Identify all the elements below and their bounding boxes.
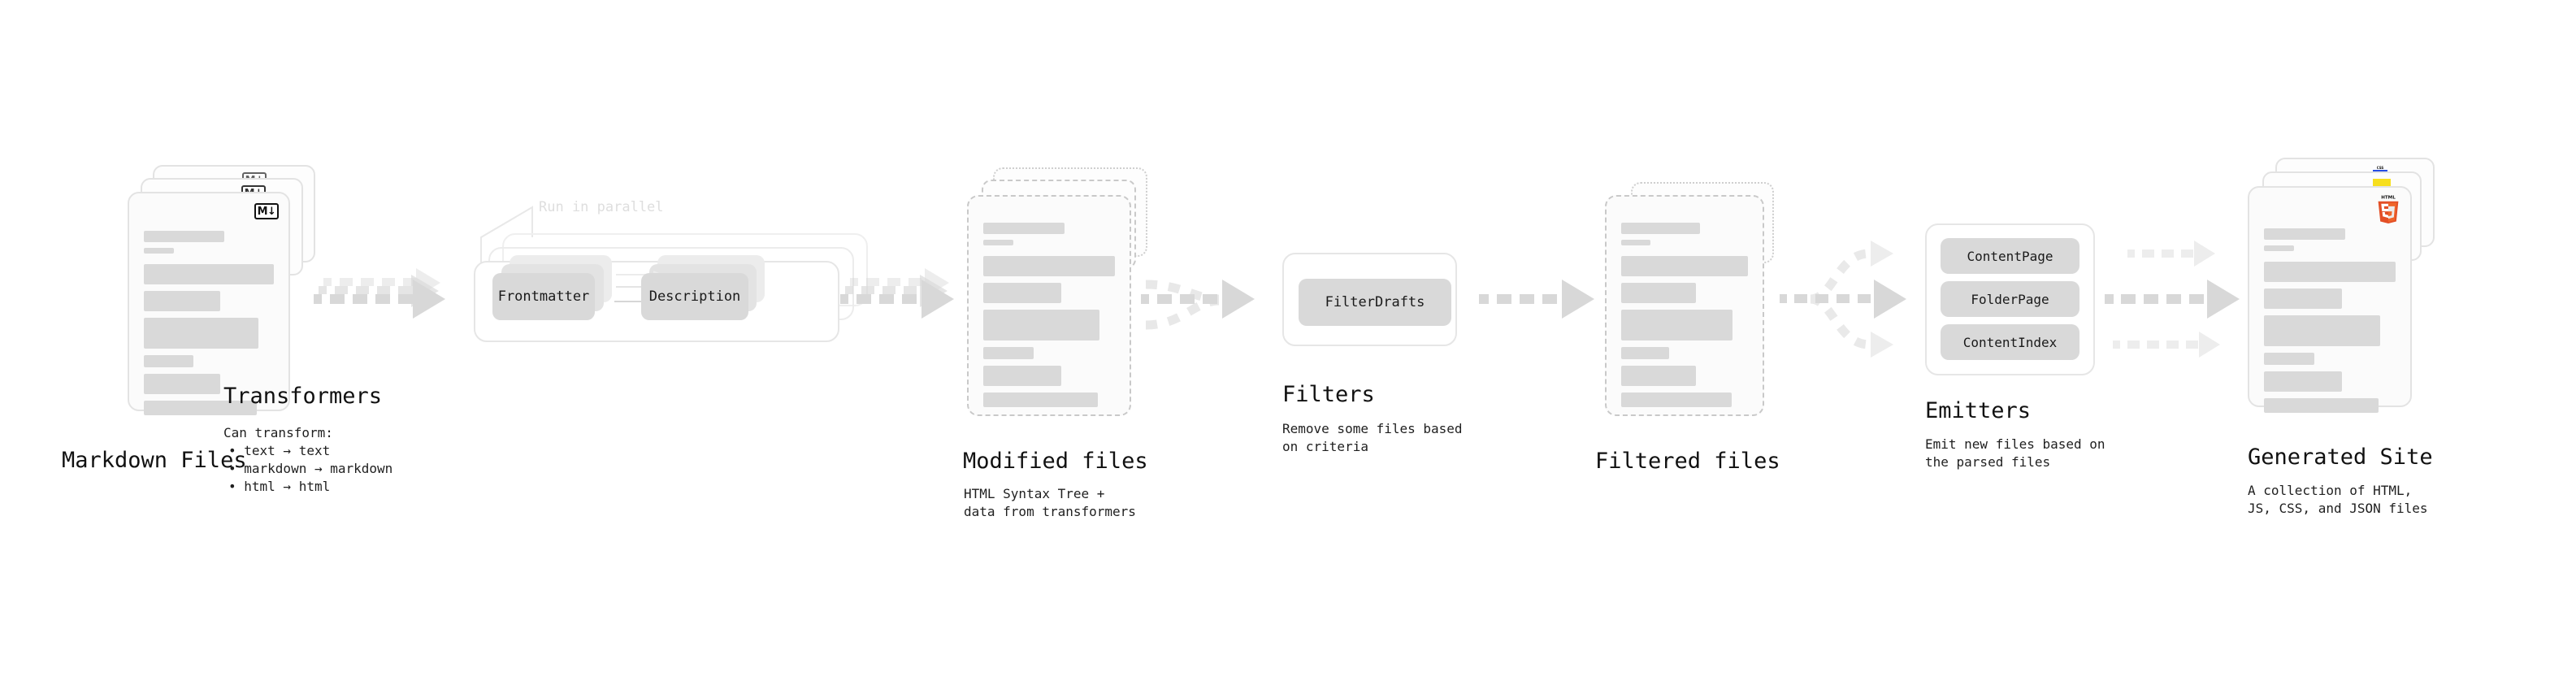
skeleton-bar bbox=[2264, 262, 2396, 282]
file-card-front bbox=[967, 195, 1131, 416]
parallel-bracket bbox=[480, 206, 533, 276]
transform-list: • text → text • markdown → markdown • ht… bbox=[228, 442, 392, 496]
skeleton-bar bbox=[983, 240, 1014, 245]
stage-title: Modified files bbox=[963, 449, 1148, 474]
skeleton-bars bbox=[144, 231, 274, 415]
skeleton-bar bbox=[1621, 240, 1650, 245]
chip-folderpage[interactable]: FolderPage bbox=[1941, 281, 2079, 317]
css3-icon: CSS bbox=[2373, 166, 2387, 173]
skeleton-bar bbox=[2264, 228, 2346, 240]
skeleton-bar bbox=[983, 256, 1115, 276]
skeleton-bar bbox=[2264, 371, 2342, 392]
html5-icon: HTML bbox=[2378, 196, 2399, 223]
stage-title: Filters bbox=[1282, 382, 1375, 407]
skeleton-bar bbox=[144, 318, 258, 349]
skeleton-bar bbox=[144, 374, 221, 394]
skeleton-bar bbox=[1621, 256, 1748, 276]
file-card-front: HTML bbox=[2248, 186, 2412, 413]
skeleton-bar bbox=[983, 366, 1061, 386]
stage-caption: Emit new files based on the parsed files bbox=[1925, 436, 2105, 470]
file-card-front: M↓ bbox=[128, 192, 290, 415]
skeleton-bar bbox=[144, 231, 225, 242]
svg-text:HTML: HTML bbox=[2381, 196, 2396, 201]
skeleton-bar bbox=[983, 283, 1061, 303]
skeleton-bar bbox=[144, 291, 221, 311]
skeleton-bar bbox=[1621, 347, 1670, 359]
skeleton-bar bbox=[2264, 245, 2295, 251]
skeleton-bars bbox=[2264, 228, 2396, 413]
skeleton-bar bbox=[983, 347, 1034, 359]
stage-caption: Can transform: bbox=[223, 425, 333, 440]
skeleton-bar bbox=[144, 355, 193, 367]
chip-description[interactable]: Description bbox=[641, 273, 748, 320]
skeleton-bar bbox=[144, 248, 174, 254]
chip-filterdrafts[interactable]: FilterDrafts bbox=[1299, 279, 1451, 326]
skeleton-bar bbox=[144, 401, 258, 415]
stage-title: Generated Site bbox=[2248, 445, 2433, 470]
css3-label: CSS bbox=[2373, 166, 2387, 170]
skeleton-bar bbox=[1621, 366, 1697, 386]
chip-contentindex[interactable]: ContentIndex bbox=[1941, 324, 2079, 360]
skeleton-bar bbox=[2264, 398, 2379, 413]
stage-caption: Remove some files based on criteria bbox=[1282, 421, 1463, 454]
list-item: • html → html bbox=[228, 479, 331, 494]
skeleton-bar bbox=[983, 393, 1098, 407]
skeleton-bar bbox=[1621, 223, 1700, 234]
stage-caption: HTML Syntax Tree + data from transformer… bbox=[964, 486, 1136, 519]
markdown-icon: M↓ bbox=[254, 203, 279, 219]
skeleton-bar bbox=[2264, 353, 2314, 365]
skeleton-bar bbox=[144, 264, 274, 284]
stage-title: Filtered files bbox=[1595, 449, 1780, 474]
parallel-hint-label: Run in parallel bbox=[539, 199, 664, 215]
skeleton-bar bbox=[1621, 310, 1733, 340]
list-item: • markdown → markdown bbox=[228, 461, 393, 476]
stage-title: Transformers bbox=[223, 384, 383, 409]
list-item: • text → text bbox=[228, 443, 331, 458]
skeleton-bar bbox=[1621, 393, 1732, 407]
skeleton-bar bbox=[1621, 283, 1697, 303]
stage-title: Markdown Files bbox=[62, 448, 247, 473]
skeleton-bar bbox=[983, 223, 1065, 234]
chip-contentpage[interactable]: ContentPage bbox=[1941, 238, 2079, 274]
skeleton-bar bbox=[983, 310, 1099, 340]
skeleton-bars bbox=[1621, 223, 1748, 407]
stage-title: Emitters bbox=[1925, 398, 2032, 423]
stage-caption: A collection of HTML, JS, CSS, and JSON … bbox=[2248, 483, 2428, 516]
skeleton-bar bbox=[2264, 288, 2342, 309]
file-card-front bbox=[1605, 195, 1764, 416]
skeleton-bars bbox=[983, 223, 1115, 407]
skeleton-bar bbox=[2264, 315, 2380, 346]
chip-frontmatter[interactable]: Frontmatter bbox=[492, 273, 595, 320]
